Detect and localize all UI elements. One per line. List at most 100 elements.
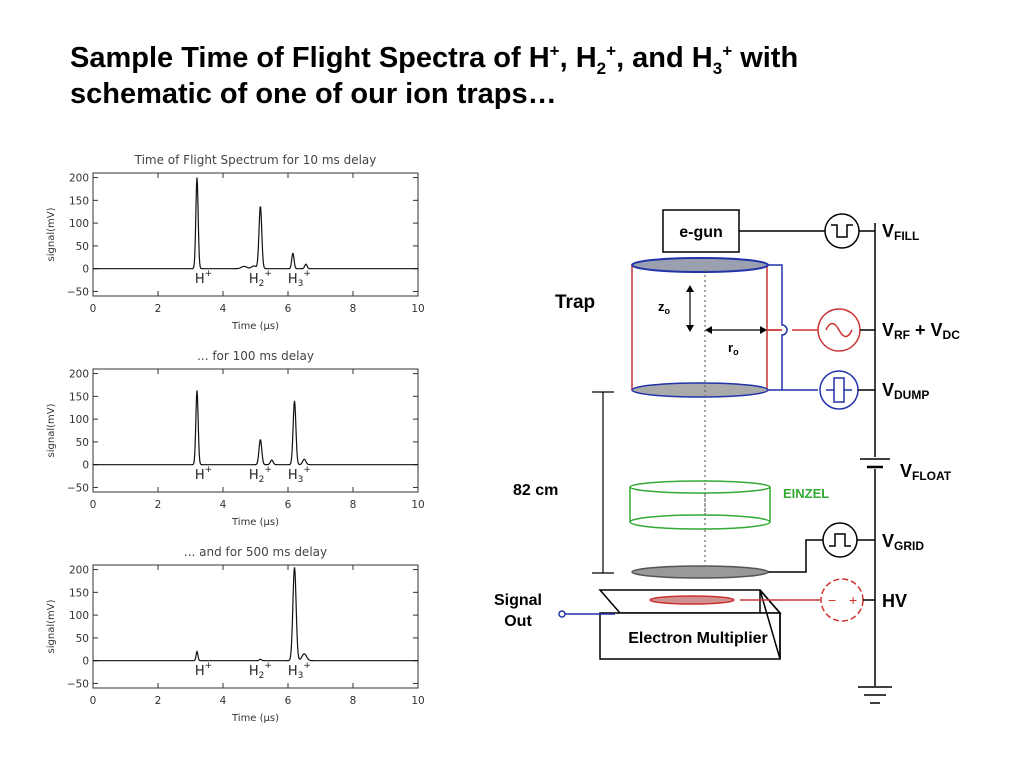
y-tick-label: 150 (69, 195, 89, 207)
chart-title: Time of Flight Spectrum for 10 ms delay (134, 153, 377, 167)
signal-out-terminal (558, 610, 566, 618)
y-tick-label: 0 (82, 264, 89, 276)
v-float-label: VFLOAT (900, 461, 952, 483)
dump-wire (768, 264, 818, 391)
einzel-bottom (629, 514, 771, 530)
chart-svg: Time of Flight Spectrum for 10 ms delay −… (46, 153, 425, 332)
y-tick-label: 50 (76, 241, 89, 253)
multiplier-aperture (649, 595, 735, 605)
v-fill-label: VFILL (882, 221, 919, 243)
egun-label: e-gun (679, 224, 723, 241)
y-tick-label: 150 (69, 587, 89, 599)
peak-label: H3+ (288, 661, 311, 681)
x-tick-label: 4 (220, 499, 227, 511)
y-tick-label: 50 (76, 633, 89, 645)
x-tick-label: 6 (285, 695, 292, 707)
einzel-top (629, 480, 771, 494)
ion-trap-schematic: e-gun VFILL Trap zo ro VRF + VDC VDUMP V… (494, 209, 960, 704)
x-tick-label: 8 (350, 499, 357, 511)
y-tick-label: 200 (69, 369, 89, 381)
grid-pulse-icon (829, 533, 851, 547)
y-tick-label: −50 (67, 286, 89, 298)
x-axis-label: Time (μs) (231, 713, 279, 724)
y-tick-label: 200 (69, 565, 89, 577)
y-tick-label: −50 (67, 678, 89, 690)
z0-label: zo (658, 299, 671, 316)
peak-label: H+ (195, 661, 212, 679)
distance-label: 82 cm (513, 482, 558, 499)
x-tick-label: 10 (411, 499, 424, 511)
plot-frame (92, 172, 419, 297)
trap-label: Trap (555, 292, 595, 313)
chart-title: ... for 100 ms delay (197, 349, 314, 363)
v-grid-label: VGRID (882, 531, 924, 553)
x-tick-label: 2 (155, 695, 162, 707)
trap-bottom-endcap (631, 382, 769, 398)
x-tick-label: 10 (411, 303, 424, 315)
x-tick-label: 6 (285, 499, 292, 511)
signal-trace (93, 390, 418, 466)
v-dump-label: VDUMP (882, 380, 929, 402)
y-tick-label: 50 (76, 437, 89, 449)
chart-svg: ... and for 500 ms delay−500501001502000… (46, 545, 425, 724)
peak-label: H3+ (288, 269, 311, 289)
trap-top-endcap (631, 257, 769, 273)
y-tick-label: 100 (69, 414, 89, 426)
tof-chart-10ms: Time of Flight Spectrum for 10 ms delay −… (40, 148, 440, 340)
hv-label: HV (882, 591, 907, 611)
x-tick-label: 4 (220, 303, 227, 315)
signal-trace (93, 177, 418, 270)
signal-trace (93, 567, 418, 662)
peak-label: H+ (195, 465, 212, 483)
peak-label: H3+ (288, 465, 311, 485)
dump-switch-symbol (819, 370, 859, 410)
peak-label: H+ (195, 269, 212, 287)
x-tick-label: 0 (90, 499, 97, 511)
peak-label: H2+ (249, 465, 272, 485)
rf-sine-icon (825, 322, 853, 338)
peak-label: H2+ (249, 661, 272, 681)
multiplier-label: Electron Multiplier (628, 630, 768, 647)
fill-pulse-symbol (824, 213, 860, 249)
y-tick-label: 100 (69, 218, 89, 230)
x-tick-label: 2 (155, 499, 162, 511)
x-axis-label: Time (μs) (231, 321, 279, 332)
y-tick-label: 100 (69, 610, 89, 622)
y-tick-label: 150 (69, 391, 89, 403)
einzel-label: EINZEL (783, 486, 829, 501)
x-tick-label: 10 (411, 695, 424, 707)
y-axis-label: signal(mV) (46, 403, 57, 457)
chart-title: ... and for 500 ms delay (184, 545, 327, 559)
x-tick-label: 0 (90, 303, 97, 315)
y-tick-label: 200 (69, 173, 89, 185)
grid-pulse-symbol (822, 522, 858, 558)
fill-pulse-icon (831, 224, 853, 238)
multiplier-body (599, 612, 781, 660)
x-tick-label: 0 (90, 695, 97, 707)
y-tick-label: −50 (67, 482, 89, 494)
dump-pulse-icon (826, 377, 852, 403)
y-axis-label: signal(mV) (46, 599, 57, 653)
plot-frame (92, 564, 419, 689)
slide-title: Sample Time of Flight Spectra of H+, H2+… (70, 41, 799, 110)
r0-label: ro (728, 340, 739, 357)
x-tick-label: 8 (350, 695, 357, 707)
v-rf-dc-label: VRF + VDC (882, 320, 960, 342)
svg-text:−: − (828, 592, 836, 608)
x-axis-label: Time (μs) (231, 517, 279, 528)
y-axis-label: signal(mV) (46, 207, 57, 261)
y-tick-label: 0 (82, 460, 89, 472)
plot-frame (92, 368, 419, 493)
grid-wire (768, 539, 823, 573)
svg-text:+: + (849, 592, 857, 608)
x-tick-label: 6 (285, 303, 292, 315)
grid-electrode (631, 565, 769, 579)
x-tick-label: 8 (350, 303, 357, 315)
x-tick-label: 4 (220, 695, 227, 707)
egun-box (662, 209, 740, 253)
x-tick-label: 2 (155, 303, 162, 315)
